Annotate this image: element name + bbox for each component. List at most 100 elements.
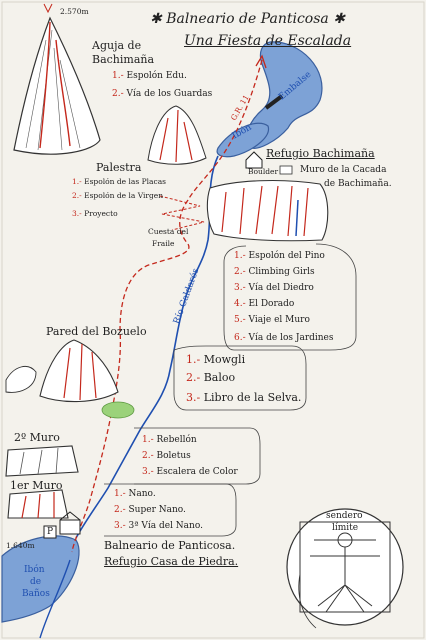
palestra-route-2-label: 2.- Espolón de la Virgen (72, 192, 163, 200)
bozuelo-route-2-label: 2.- Baloo (186, 372, 235, 383)
route-num: 2.- (142, 451, 154, 461)
river-lower (39, 559, 71, 639)
primer-route-2-label: 2.- Super Nano. (114, 506, 186, 515)
cascada-route-6-label: 6.- Vía de los Jardines (234, 334, 334, 343)
cascade-water (295, 199, 299, 237)
bozuelo-route-3-label: 3.- Libro de la Selva. (186, 392, 301, 403)
cuesta-label-line1: Cuesta del (148, 227, 189, 236)
summit-altitude: 2.570m (60, 7, 89, 16)
cascada-route-3-label: 3.- Vía del Diedro (234, 284, 314, 293)
palestra-route-1-label: 1.- Espolón de las Placas (72, 178, 166, 186)
route-name: Vía de los Guardas (126, 89, 213, 99)
palestra-name: Palestra (96, 161, 142, 174)
segundo-route-2-label: 2.- Boletus (142, 452, 191, 461)
ibon-banos-line1: Ibón (24, 565, 45, 575)
palestra-route-3-label: 3.- Proyecto (72, 210, 118, 218)
route-name: Espolón del Pino (248, 251, 325, 261)
route-name: Proyecto (84, 209, 118, 218)
refugio-bachimana-label: Refugio Bachimaña (266, 147, 375, 160)
sendero-label-line1: sendero (326, 511, 363, 521)
aguja-route-2 (55, 39, 71, 147)
route-num: 3.- (72, 209, 82, 218)
cuesta-zigzag (159, 195, 205, 231)
primer-muro-name: 1er Muro (10, 479, 63, 492)
balneario-label: Balneario de Panticosa. (104, 539, 236, 552)
map-title: ✱ Balneario de Panticosa ✱ (150, 11, 345, 27)
route-num: 4.- (234, 299, 246, 309)
route-name: Vía del Diedro (248, 283, 314, 293)
grass-patch (101, 401, 135, 419)
bozuelo-rock (39, 339, 119, 403)
route-name: Espolón Edu. (126, 71, 187, 81)
title-text: Balneario de Panticosa (166, 11, 329, 27)
route-num: 1.- (186, 353, 201, 366)
route-name: Mowgli (203, 353, 246, 366)
route-name: Libro de la Selva. (203, 391, 302, 404)
route-name: Climbing Girls (248, 267, 315, 277)
map-subtitle: Una Fiesta de Escalada (184, 33, 352, 49)
gr11-trail (71, 59, 263, 553)
dam (264, 94, 284, 110)
route-num: 2.- (186, 371, 201, 384)
route-num: 6.- (234, 333, 246, 343)
route-num: 3.- (114, 521, 126, 531)
cascada-route-1-label: 1.- Espolón del Pino (234, 252, 325, 261)
route-num: 2.- (112, 89, 124, 99)
cascada-routes-bracket (223, 243, 357, 351)
bozuelo-route-1-label: 1.- Mowgli (186, 354, 245, 365)
route-num: 3.- (186, 391, 201, 404)
route-num: 1.- (142, 435, 154, 445)
parking-sign (43, 525, 57, 539)
route-name: Espolón de la Virgen (84, 191, 164, 200)
route-name: Baloo (203, 371, 236, 384)
route-num: 5.- (234, 315, 246, 325)
route-num: 1.- (112, 71, 124, 81)
route-name: Escalera de Color (156, 467, 238, 477)
segundo-muro-name: 2º Muro (14, 431, 60, 444)
aguja-name-line2: Bachimaña (92, 53, 155, 66)
primer-route-3-label: 3.- 3ª Vía del Nano. (114, 522, 203, 531)
summit-arrow (43, 3, 53, 14)
route-name: Boletus (156, 451, 191, 461)
ibon-banos-lake (1, 535, 80, 623)
route-num: 3.- (234, 283, 246, 293)
bozuelo-name: Pared del Bozuelo (46, 325, 147, 338)
vitruvian-figure (310, 539, 380, 613)
boulder-label: Boulder (248, 167, 279, 176)
route-name: Espolón de las Placas (84, 177, 167, 186)
route-num: 2.- (72, 191, 82, 200)
ibon-upper-lake (216, 122, 269, 158)
route-name: Vía de los Jardines (248, 333, 334, 343)
sendero-label-line2: límite (332, 523, 359, 533)
cascada-route-4-label: 4.- El Dorado (234, 300, 294, 309)
cascada-route-2-label: 2.- Climbing Girls (234, 268, 315, 277)
route-name: Nano. (128, 489, 156, 499)
refugio-house (245, 151, 263, 169)
route-name: Viaje el Muro (248, 315, 310, 325)
route-name: 3ª Vía del Nano. (128, 521, 203, 531)
segundo-muro-bracket (134, 427, 261, 485)
trail-arrow (255, 54, 267, 69)
primer-route-1-label: 1.- Nano. (114, 490, 156, 499)
base-altitude: 1.640m (6, 541, 35, 550)
route-num: 3.- (142, 467, 154, 477)
route-num: 1.- (114, 489, 126, 499)
parking-label: P (47, 527, 54, 537)
muro-cascada-wall (206, 179, 329, 242)
bozuelo-bracket (173, 345, 307, 411)
balneario-building (59, 519, 81, 535)
ibon-banos-line2: de (30, 577, 42, 587)
route-num: 1.- (72, 177, 82, 186)
route-name: Super Nano. (128, 505, 186, 515)
route-num: 2.- (114, 505, 126, 515)
route-num: 2.- (234, 267, 246, 277)
cuesta-label-line2: Fraile (152, 239, 175, 248)
route-name: Rebellón (156, 435, 197, 445)
muro-cascada-name-line1: Muro de la Cacada (300, 165, 387, 175)
aguja-route-2-label: 2.- Vía de los Guardas (112, 90, 212, 99)
ibon-banos-line3: Baños (22, 589, 50, 599)
refugio-casa-piedra-label: Refugio Casa de Piedra. (104, 555, 239, 568)
